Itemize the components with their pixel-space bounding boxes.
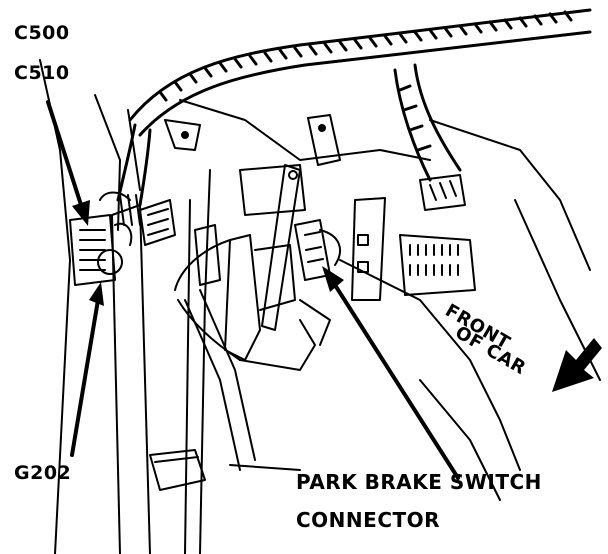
pedal-support-column	[111, 199, 176, 554]
park-brake-assembly	[174, 164, 331, 471]
front-direction-arrow	[552, 338, 602, 392]
park-brake-switch-label: PARK BRAKE SWITCH	[296, 470, 542, 494]
c510-label: C510	[14, 62, 70, 84]
c500-c510-connectors	[69, 191, 141, 286]
mounting-bracket	[239, 114, 386, 301]
right-connector-block	[399, 174, 476, 296]
arrowhead-park-brake	[322, 266, 344, 292]
pointer-arrows	[46, 100, 460, 480]
c500-label: C500	[14, 22, 70, 44]
arrowhead-c500-c510	[72, 200, 90, 226]
pedal-pad	[149, 449, 206, 491]
park-brake-switch	[294, 219, 341, 281]
arrowhead-g202	[89, 282, 104, 306]
harness-clip	[164, 119, 201, 151]
g202-label: G202	[14, 462, 72, 484]
connector-label: CONNECTOR	[296, 508, 441, 532]
wiring-harness	[116, 8, 592, 207]
arrowheads	[72, 200, 602, 392]
